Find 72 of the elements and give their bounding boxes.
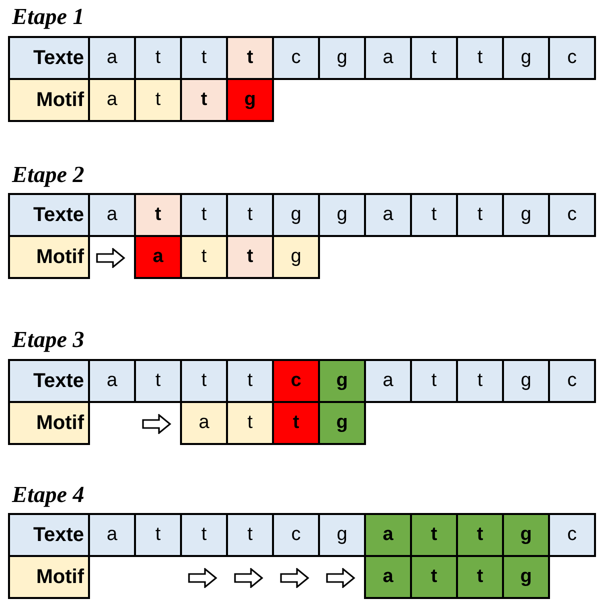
- row-header: Motif: [8, 78, 90, 122]
- sequence-cell: g: [272, 235, 320, 279]
- sequence-cell: t: [180, 78, 228, 122]
- sequence-cell: a: [88, 78, 136, 122]
- sequence-cell: t: [456, 359, 504, 403]
- sequence-cell: c: [548, 513, 596, 557]
- sequence-cell: t: [134, 78, 182, 122]
- sequence-cell: t: [134, 359, 182, 403]
- sequence-cell: g: [502, 359, 550, 403]
- sequence-cell: a: [88, 359, 136, 403]
- sequence-cell: g: [318, 36, 366, 80]
- sequence-cell: t: [456, 555, 504, 599]
- sequence-cell: t: [456, 193, 504, 237]
- sequence-cell: c: [548, 36, 596, 80]
- sequence-cell: g: [318, 513, 366, 557]
- sequence-cell: g: [502, 555, 550, 599]
- sequence-cell: t: [180, 193, 228, 237]
- sequence-cell: a: [364, 359, 412, 403]
- sequence-cell: c: [548, 193, 596, 237]
- sequence-cell: t: [226, 36, 274, 80]
- sequence-cell: a: [88, 513, 136, 557]
- sequence-cell: t: [410, 555, 458, 599]
- step-title: Etape 3: [12, 327, 84, 353]
- sequence-cell: g: [318, 359, 366, 403]
- sequence-cell: c: [272, 513, 320, 557]
- sequence-cell: g: [318, 401, 366, 445]
- row-header: Texte: [8, 513, 90, 557]
- sequence-cell: c: [548, 359, 596, 403]
- sequence-cell: g: [502, 193, 550, 237]
- sequence-cell: t: [134, 513, 182, 557]
- sequence-cell: g: [226, 78, 274, 122]
- row-header: Motif: [8, 401, 90, 445]
- step-title: Etape 1: [12, 4, 84, 30]
- sequence-cell: g: [502, 36, 550, 80]
- row-header: Texte: [8, 36, 90, 80]
- sequence-cell: t: [226, 193, 274, 237]
- step-title: Etape 4: [12, 482, 84, 508]
- row-header: Motif: [8, 235, 90, 279]
- row-header: Motif: [8, 555, 90, 599]
- sequence-cell: t: [226, 401, 274, 445]
- sequence-cell: a: [180, 401, 228, 445]
- sequence-cell: a: [364, 193, 412, 237]
- sequence-cell: a: [88, 193, 136, 237]
- sequence-cell: a: [364, 513, 412, 557]
- row-header: Texte: [8, 193, 90, 237]
- row-header: Texte: [8, 359, 90, 403]
- sequence-cell: t: [180, 36, 228, 80]
- sequence-cell: c: [272, 36, 320, 80]
- sequence-cell: t: [410, 36, 458, 80]
- sequence-cell: t: [226, 359, 274, 403]
- sequence-cell: t: [180, 359, 228, 403]
- sequence-cell: t: [134, 193, 182, 237]
- sequence-cell: t: [410, 193, 458, 237]
- sequence-cell: a: [134, 235, 182, 279]
- sequence-cell: t: [134, 36, 182, 80]
- sequence-cell: g: [272, 193, 320, 237]
- sequence-cell: a: [88, 36, 136, 80]
- sequence-cell: t: [180, 513, 228, 557]
- step-title: Etape 2: [12, 162, 84, 188]
- sequence-cell: c: [272, 359, 320, 403]
- sequence-cell: g: [318, 193, 366, 237]
- sequence-cell: g: [502, 513, 550, 557]
- sequence-cell: t: [226, 513, 274, 557]
- sequence-cell: t: [226, 235, 274, 279]
- sequence-cell: t: [410, 513, 458, 557]
- sequence-cell: a: [364, 36, 412, 80]
- sequence-cell: t: [180, 235, 228, 279]
- sequence-cell: t: [456, 513, 504, 557]
- sequence-cell: t: [272, 401, 320, 445]
- sequence-cell: a: [364, 555, 412, 599]
- sequence-cell: t: [410, 359, 458, 403]
- sequence-cell: t: [456, 36, 504, 80]
